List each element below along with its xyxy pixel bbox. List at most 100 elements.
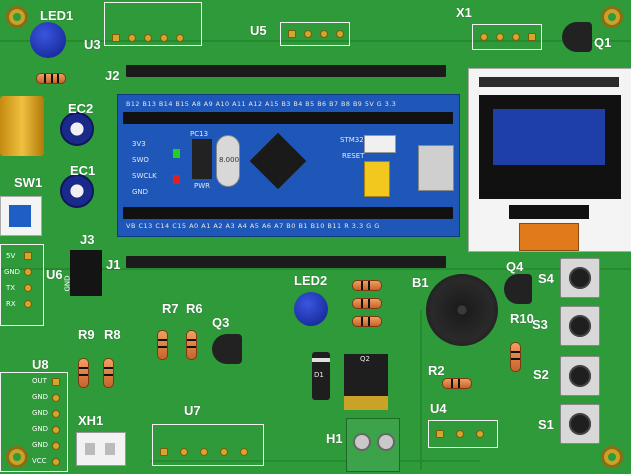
- j2-pin-header: [126, 65, 446, 77]
- led2-icon: [294, 292, 328, 326]
- diode-label: D1: [314, 371, 324, 379]
- mounting-hole-bottom-right: [601, 446, 623, 468]
- label-u6: U6: [46, 267, 63, 282]
- label-j1: J1: [106, 257, 121, 272]
- bluepill-top-header: [123, 112, 453, 124]
- s3-button[interactable]: [560, 306, 600, 346]
- resistor: [103, 358, 114, 388]
- u4-header: [428, 420, 498, 448]
- u8-pin-gnd2: GND: [32, 409, 49, 417]
- label-r10: R10: [510, 311, 534, 326]
- bluepill-top-pin-labels: B12 B13 B14 B15 A8 A9 A10 A11 A12 A15 B3…: [126, 100, 397, 108]
- label-j3: J3: [80, 232, 95, 247]
- label-r8: R8: [104, 327, 121, 342]
- usb-connector-icon: [0, 96, 44, 156]
- u7-header: [152, 424, 264, 466]
- pad: [128, 34, 136, 42]
- trace: [150, 460, 480, 462]
- b1-buzzer-icon: [426, 274, 498, 346]
- side-label-swclk: SWCLK: [132, 172, 157, 180]
- xh1-connector-icon: [76, 432, 126, 466]
- resistor: [36, 73, 66, 84]
- pad: [24, 284, 32, 292]
- q4-transistor-icon: [504, 274, 532, 304]
- pad: [180, 448, 188, 456]
- label-q3: Q3: [212, 315, 230, 330]
- crystal-label: 8.000: [219, 156, 240, 164]
- label-u5: U5: [250, 23, 267, 38]
- label-q4: Q4: [506, 259, 524, 274]
- regulator-icon: [192, 139, 212, 179]
- j3-header: [70, 250, 102, 296]
- h1-terminal-icon: [346, 418, 400, 472]
- resistor: [352, 280, 382, 291]
- q3-transistor-icon: [212, 334, 242, 364]
- label-q1: Q1: [594, 35, 612, 50]
- pad: [24, 252, 32, 260]
- j3-gnd-label: GND: [63, 275, 72, 292]
- label-r2: R2: [428, 363, 445, 378]
- label-s3: S3: [532, 317, 548, 332]
- pwr-led-icon: [173, 175, 180, 184]
- pad: [288, 30, 296, 38]
- resistor: [510, 342, 521, 372]
- bluepill-bottom-header: [123, 207, 453, 219]
- pad: [304, 30, 312, 38]
- pad: [336, 30, 344, 38]
- u8-pin-vcc: VCC: [32, 457, 47, 465]
- pad: [320, 30, 328, 38]
- q2-label: Q2: [360, 355, 370, 363]
- pad: [176, 34, 184, 42]
- u6-pin-tx: TX: [6, 284, 16, 292]
- pad: [200, 448, 208, 456]
- trace: [0, 40, 631, 42]
- s4-button[interactable]: [560, 258, 600, 298]
- resistor: [352, 298, 382, 309]
- ec2-capacitor-icon: [60, 112, 94, 146]
- pad: [112, 34, 120, 42]
- pad: [528, 33, 536, 41]
- pad: [512, 33, 520, 41]
- micro-usb-icon: [418, 145, 454, 191]
- u8-pin-out: OUT: [32, 377, 47, 385]
- label-ec1: EC1: [70, 163, 96, 178]
- side-label-gnd: GND: [132, 188, 149, 196]
- label-xh1: XH1: [78, 413, 104, 428]
- pc13-led-icon: [173, 149, 180, 158]
- label-h1: H1: [326, 431, 343, 446]
- ec1-capacitor-icon: [60, 174, 94, 208]
- u8-pin-gnd3: GND: [32, 425, 49, 433]
- oled-display: [468, 68, 631, 252]
- bluepill-bottom-pin-labels: VB C13 C14 C15 A0 A1 A2 A3 A4 A5 A6 A7 B…: [126, 222, 380, 230]
- mounting-hole-top-left: [6, 6, 28, 28]
- resistor: [157, 330, 168, 360]
- pad: [160, 34, 168, 42]
- u6-header: [0, 244, 44, 326]
- oled-screen: [479, 95, 621, 199]
- trace: [0, 268, 631, 270]
- mounting-hole-top-right: [601, 6, 623, 28]
- label-s2: S2: [533, 367, 549, 382]
- s2-button[interactable]: [560, 356, 600, 396]
- label-s1: S1: [538, 417, 554, 432]
- reset-button[interactable]: [364, 135, 396, 153]
- pad: [476, 430, 484, 438]
- sw1-switch-icon[interactable]: [0, 196, 42, 236]
- label-led1: LED1: [40, 8, 74, 23]
- u5-header: [280, 22, 350, 46]
- s1-button[interactable]: [560, 404, 600, 444]
- u8-pin-gnd4: GND: [32, 441, 49, 449]
- u3-header: [104, 2, 202, 46]
- u6-pin-5v: 5V: [6, 252, 16, 260]
- side-label-swo: SWO: [132, 156, 149, 164]
- u8-header: [0, 372, 68, 472]
- pad: [52, 458, 60, 466]
- resistor: [352, 316, 382, 327]
- pad: [52, 378, 60, 386]
- label-x1: X1: [456, 5, 472, 20]
- label-ec2: EC2: [68, 101, 94, 116]
- boot-jumper-icon[interactable]: [364, 161, 390, 197]
- label-r9: R9: [78, 327, 95, 342]
- pad: [24, 300, 32, 308]
